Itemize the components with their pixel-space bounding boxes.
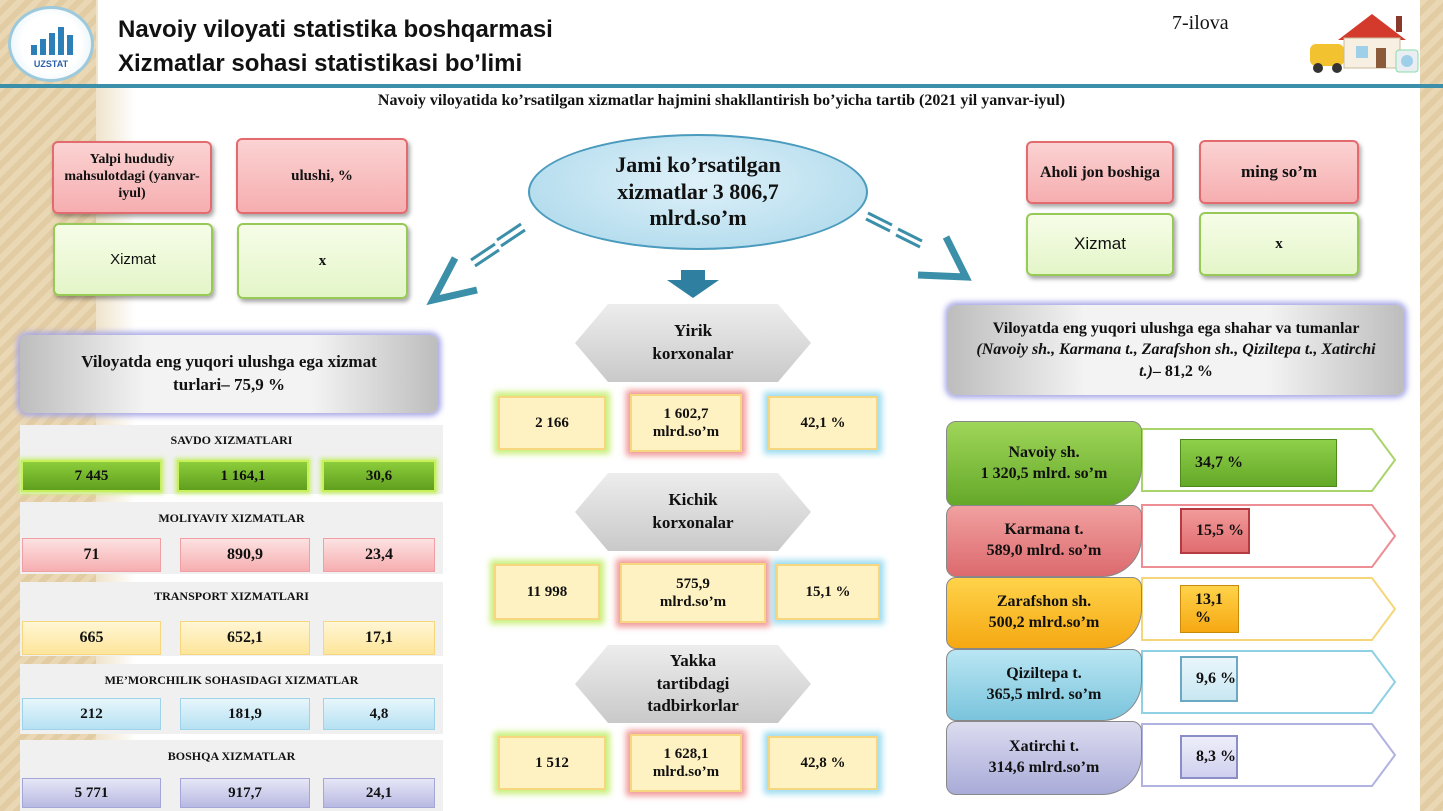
right-info-label-percapita: Aholi jon boshiga <box>1026 141 1174 204</box>
transport-volume: 652,1 <box>180 621 310 655</box>
arrow-down-icon <box>667 270 719 298</box>
share-arrow-frame-xatirchi <box>1141 723 1397 787</box>
district-zarafshon-name: Zarafshon sh. <box>996 593 1092 611</box>
category-title-finance: MOLIYAVIY XIZMATLAR <box>158 511 305 525</box>
architecture-share: 4,8 <box>323 698 435 730</box>
left-info-value: x <box>237 223 408 299</box>
header-divider <box>0 84 1443 88</box>
group-small-count: 11 998 <box>494 564 600 620</box>
left-panel-title: Viloyatda eng yuqori ulushga ega xizmat … <box>20 335 438 413</box>
share-bar-navoiy: 34,7 % <box>1180 439 1337 487</box>
header-bar <box>98 0 1420 84</box>
share-bar-qiziltepa: 9,6 % <box>1180 656 1238 702</box>
finance-share: 23,4 <box>323 538 435 572</box>
left-info-label-grp: Yalpi hududiy mahsulotdagi (yanvar-iyul) <box>52 141 212 214</box>
left-info-label-share: ulushi, % <box>236 138 408 214</box>
left-info-value-label: Xizmat <box>53 223 213 296</box>
trade-volume: 1 164,1 <box>177 460 309 492</box>
group-large-label: Yirik korxonalar <box>575 304 811 382</box>
uzstat-logo: UZSTAT <box>8 6 94 82</box>
right-panel-title: Viloyatda eng yuqori ulushga ega shahar … <box>948 305 1404 395</box>
share-arrow-frame-navoiy <box>1141 428 1397 492</box>
annex-label: 7-ilova <box>1172 12 1229 34</box>
district-qiziltepa-volume: 365,5 mlrd. so’m <box>986 686 1102 703</box>
share-bar-karmana: 15,5 % <box>1180 508 1250 554</box>
right-panel-title-italic: (Navoiy sh., Karmana t., Zarafshon sh., … <box>976 341 1376 380</box>
district-xatirchi: Xatirchi t. 314,6 mlrd.so’m <box>946 721 1142 795</box>
right-info-label-unit: ming so’m <box>1199 140 1359 204</box>
district-xatirchi-volume: 314,6 mlrd.so’m <box>988 759 1100 776</box>
category-title-transport: TRANSPORT XIZMATLARI <box>154 589 309 603</box>
right-panel-title-plain: Viloyatda eng yuqori ulushga ega shahar … <box>992 319 1360 337</box>
other-volume: 917,7 <box>180 778 310 808</box>
share-bar-zarafshon: 13,1 % <box>1180 585 1239 633</box>
finance-volume: 890,9 <box>180 538 310 572</box>
group-individual-share: 42,8 % <box>768 736 878 790</box>
total-services-ellipse: Jami ko’rsatilgan xizmatlar 3 806,7 mlrd… <box>528 134 868 250</box>
house-services-icon <box>1310 14 1419 73</box>
transport-count: 665 <box>22 621 161 655</box>
group-large-volume: 1 602,7 mlrd.so’m <box>630 394 742 452</box>
group-individual-label: Yakka tartibdagi tadbirkorlar <box>575 645 811 723</box>
group-small-volume: 575,9 mlrd.so’m <box>620 563 766 623</box>
architecture-volume: 181,9 <box>180 698 310 730</box>
total-services-text: Jami ko’rsatilgan xizmatlar 3 806,7 mlrd… <box>615 152 781 231</box>
district-karmana: Karmana t. 589,0 mlrd. so’m <box>946 505 1142 577</box>
district-qiziltepa-name: Qiziltepa t. <box>1006 665 1082 683</box>
page-subtitle: Navoiy viloyatida ko’rsatilgan xizmatlar… <box>377 92 1066 109</box>
right-info-value: x <box>1199 212 1359 276</box>
share-arrow-frame-karmana <box>1141 504 1397 568</box>
decorative-background-right <box>1420 0 1443 811</box>
category-title-architecture: ME’MORCHILIK SOHASIDAGI XIZMATLAR <box>104 673 359 687</box>
district-zarafshon: Zarafshon sh. 500,2 mlrd.so’m <box>946 577 1142 649</box>
share-arrow-frame-zarafshon <box>1141 577 1397 641</box>
header-title-line2: Xizmatlar sohasi statistikasi bo’limi <box>118 50 523 77</box>
right-panel-title-suffix: – 81,2 % <box>1152 362 1213 380</box>
group-large-count: 2 166 <box>498 396 606 450</box>
district-xatirchi-name: Xatirchi t. <box>1009 738 1079 756</box>
arrow-left-icon <box>426 222 526 306</box>
panel-separator <box>1143 408 1177 811</box>
finance-count: 71 <box>22 538 161 572</box>
district-karmana-name: Karmana t. <box>1004 521 1084 539</box>
arrow-right-icon <box>865 211 972 281</box>
district-navoiy-name: Navoiy sh. <box>1008 444 1080 462</box>
group-individual-volume: 1 628,1 mlrd.so’m <box>630 734 742 792</box>
share-bar-xatirchi: 8,3 % <box>1180 735 1238 779</box>
trade-count: 7 445 <box>21 460 162 492</box>
header-title-line1: Navoiy viloyati statistika boshqarmasi <box>118 16 553 43</box>
share-arrow-frame-qiziltepa <box>1141 650 1397 714</box>
group-individual-count: 1 512 <box>498 736 606 790</box>
district-karmana-volume: 589,0 mlrd. so’m <box>986 542 1102 559</box>
district-qiziltepa: Qiziltepa t. 365,5 mlrd. so’m <box>946 649 1142 721</box>
logo-bars-icon <box>31 27 75 55</box>
group-small-label: Kichik korxonalar <box>575 473 811 551</box>
category-title-other: BOSHQA XIZMATLAR <box>167 749 296 763</box>
category-title-trade: SAVDO XIZMATLARI <box>170 433 293 447</box>
other-count: 5 771 <box>22 778 161 808</box>
district-navoiy: Navoiy sh. 1 320,5 mlrd. so’m <box>946 421 1142 507</box>
district-navoiy-volume: 1 320,5 mlrd. so’m <box>980 465 1108 482</box>
transport-share: 17,1 <box>323 621 435 655</box>
district-zarafshon-volume: 500,2 mlrd.so’m <box>988 614 1100 631</box>
other-share: 24,1 <box>323 778 435 808</box>
right-info-value-label: Xizmat <box>1026 213 1174 276</box>
logo-text: UZSTAT <box>33 59 69 69</box>
group-large-share: 42,1 % <box>768 396 878 450</box>
architecture-count: 212 <box>22 698 161 730</box>
trade-share: 30,6 <box>322 460 436 492</box>
group-small-share: 15,1 % <box>776 564 880 620</box>
